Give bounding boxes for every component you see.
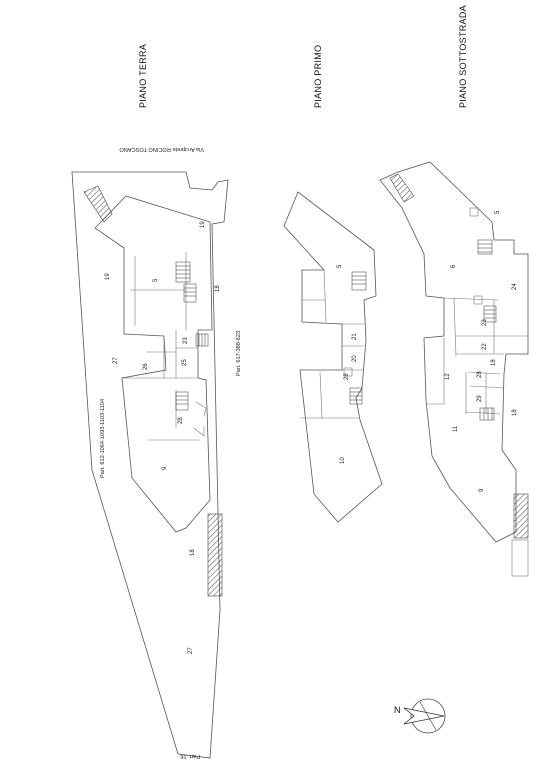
ground-inner-walls [124, 252, 200, 441]
basement-small-box-b [469, 207, 479, 217]
first-room-21: 21 [352, 333, 358, 340]
first-stairs-b [349, 387, 363, 405]
basement-room-18b: 18 [512, 409, 518, 416]
basement-ramp-top [389, 173, 415, 203]
ground-room-9: 9 [162, 466, 168, 470]
first-room-20: 20 [352, 355, 358, 362]
first-room-28: 28 [344, 373, 350, 380]
north-label: N [394, 705, 401, 715]
basement-small-box-a [473, 295, 483, 305]
ground-room-27b: 27 [188, 647, 194, 654]
ground-ramp-top [83, 185, 113, 223]
ground-building-outline [94, 195, 213, 533]
ground-room-18a: 18 [215, 285, 221, 292]
basement-stairs-b [483, 305, 497, 323]
parcel-label-east: Part. 617-388-623 [236, 331, 242, 376]
ground-steps-detail [193, 401, 207, 437]
basement-room-9: 9 [479, 488, 485, 492]
ground-room-18b: 18 [190, 549, 196, 556]
ground-parking-strip [207, 513, 223, 597]
first-room-5: 5 [337, 264, 343, 268]
first-floor-title: PIANO PRIMO [313, 45, 323, 108]
basement-room-11: 11 [453, 425, 459, 432]
basement-room-5: 5 [495, 210, 501, 214]
basement-building-outline [379, 161, 529, 543]
ground-room-26: 26 [143, 363, 149, 370]
ground-stairs-a [175, 261, 191, 283]
ground-room-27a: 27 [113, 357, 119, 364]
ground-stairs-d [175, 391, 189, 411]
ground-room-19b: 19 [200, 221, 206, 228]
basement-room-29: 29 [477, 395, 483, 402]
parcel-label-west: Part. 612-1064-1093-1103-1104 [100, 399, 106, 478]
basement-floor-plan: 5 6 24 23 22 12 28 18 29 11 18 9 [379, 161, 529, 577]
ground-room-23: 23 [183, 337, 189, 344]
basement-floor-title: PIANO SOTTOSTRADA [458, 5, 468, 108]
site-boundary [71, 171, 229, 759]
basement-parking-strip [513, 493, 529, 539]
basement-stairs-a [477, 239, 493, 255]
ground-stairs-c [195, 333, 209, 347]
basement-inner-walls [426, 297, 528, 415]
first-floor-plan: 5 21 20 28 10 [283, 191, 383, 523]
first-building-outline [283, 191, 383, 523]
basement-room-12: 12 [445, 373, 451, 380]
street-label: Via Arciprete ROCINO TOSCANO [119, 146, 204, 152]
ground-room-19a: 19 [105, 273, 111, 280]
basement-room-6: 6 [451, 264, 457, 268]
basement-room-28: 28 [477, 371, 483, 378]
basement-room-24: 24 [512, 283, 518, 290]
first-inner-walls [300, 269, 364, 419]
basement-stairs-c [479, 407, 495, 421]
first-small-box [343, 367, 353, 377]
bottom-partial-label: Part. 16 [180, 753, 200, 759]
basement-access-ramp [511, 539, 529, 577]
ground-stairs-b [183, 283, 197, 303]
basement-room-18a: 18 [491, 359, 497, 366]
basement-room-22: 22 [482, 343, 488, 350]
ground-floor-title: PIANO TERRA [138, 44, 148, 108]
ground-room-28: 28 [178, 417, 184, 424]
ground-floor-plan: Via Arciprete ROCINO TOSCANO 19 [71, 146, 242, 759]
first-stairs-a [351, 271, 367, 291]
ground-room-5: 5 [153, 278, 159, 282]
north-arrow-icon: N [394, 698, 446, 734]
basement-room-23: 23 [482, 319, 488, 326]
ground-room-25: 25 [182, 359, 188, 366]
first-room-10: 10 [340, 457, 346, 464]
